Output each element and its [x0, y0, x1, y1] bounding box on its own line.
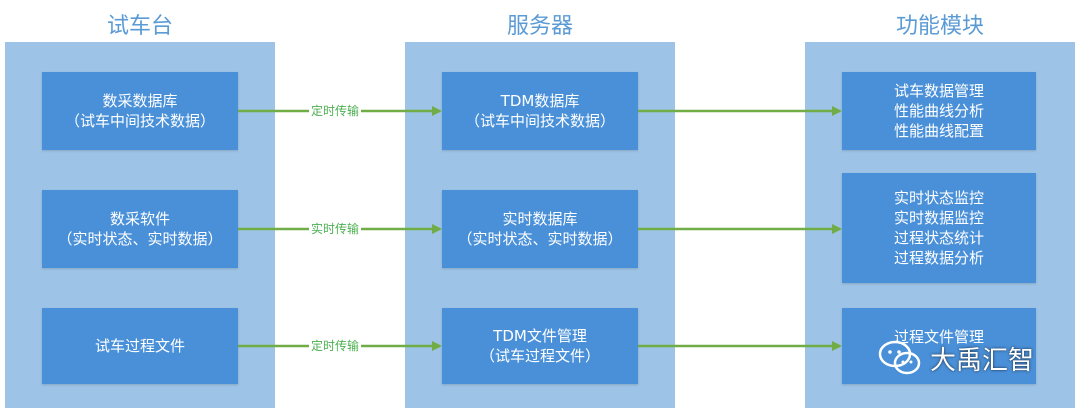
watermark: 大禹汇智: [878, 336, 1034, 380]
box-line: 过程数据分析: [893, 249, 984, 267]
test-process-files-box: 试车过程文件: [42, 308, 238, 384]
data-management-box: 试车数据管理 性能曲线分析 性能曲线配置: [842, 72, 1036, 150]
box-line: 性能曲线配置: [893, 122, 984, 140]
box-line: （实时状态、实时数据）: [457, 230, 623, 248]
arrow-label-scheduled-2: 定时传输: [309, 338, 362, 354]
server-title: 服务器: [506, 14, 573, 39]
box-line: 试车过程文件: [94, 337, 185, 355]
box-line: （试车过程文件）: [479, 347, 600, 365]
watermark-text: 大禹汇智: [930, 345, 1035, 376]
box-line: （试车中间技术数据）: [64, 112, 215, 130]
box-line: 性能曲线分析: [893, 102, 984, 120]
box-line: TDM数据库: [500, 92, 580, 110]
box-line: （试车中间技术数据）: [464, 112, 615, 130]
tdm-file-management-box: TDM文件管理 （试车过程文件）: [442, 308, 638, 384]
box-line: （实时状态、实时数据）: [57, 230, 223, 248]
box-line: 数采软件: [109, 210, 170, 228]
box-line: TDM文件管理: [493, 327, 587, 345]
box-line: 实时数据库: [502, 210, 578, 228]
wechat-icon: [878, 340, 921, 375]
collection-database-box: 数采数据库 （试车中间技术数据）: [42, 72, 238, 150]
arrow-label-scheduled-1: 定时传输: [309, 103, 362, 119]
box-line: 实时状态监控: [893, 189, 984, 207]
box-line: 试车数据管理: [893, 82, 984, 100]
box-line: 过程状态统计: [893, 229, 984, 247]
box-line: 数采数据库: [102, 92, 178, 110]
modules-title: 功能模块: [895, 14, 984, 39]
box-line: 过程文件管理: [893, 328, 984, 346]
arrow-label-realtime: 实时传输: [309, 221, 362, 237]
process-file-management-box: 过程文件管理: [842, 308, 1036, 384]
box-line: 实时数据监控: [893, 209, 984, 227]
tdm-database-box: TDM数据库 （试车中间技术数据）: [442, 72, 638, 150]
collection-software-box: 数采软件 （实时状态、实时数据）: [42, 190, 238, 268]
realtime-database-box: 实时数据库 （实时状态、实时数据）: [442, 190, 638, 268]
monitoring-box: 实时状态监控 实时数据监控 过程状态统计 过程数据分析: [842, 173, 1036, 283]
test-bench-title: 试车台: [106, 14, 173, 39]
